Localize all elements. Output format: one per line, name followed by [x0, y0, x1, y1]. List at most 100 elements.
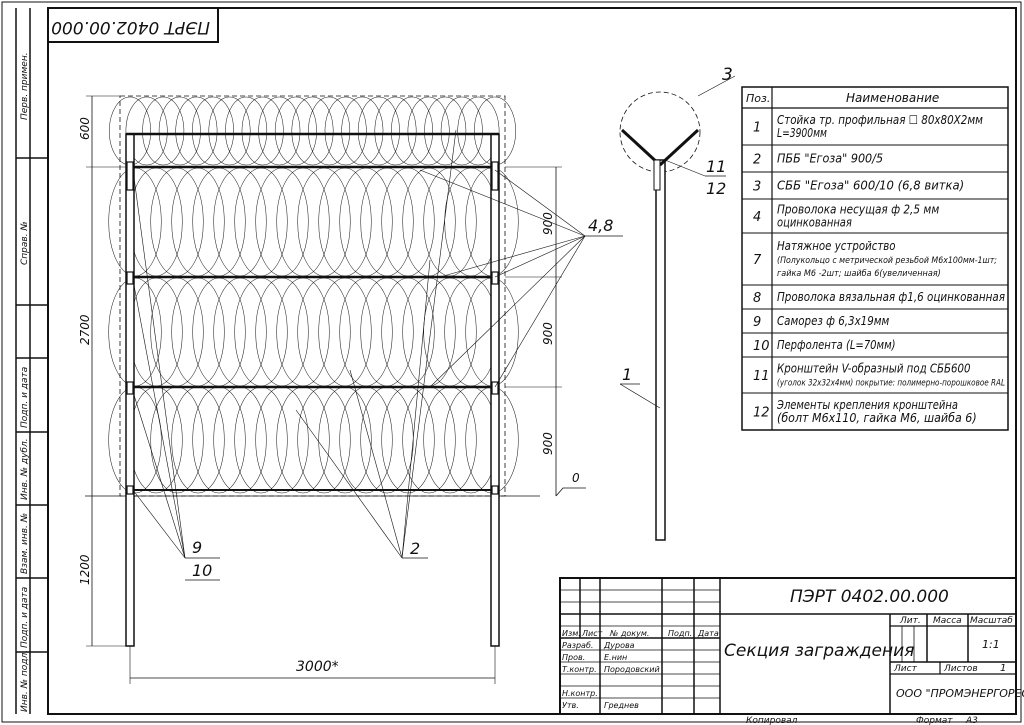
tb-lit: Лит. — [899, 616, 921, 626]
barbed-coils — [108, 96, 519, 494]
top-coil-loop — [308, 96, 351, 166]
doc-code-box: ПЭРТ 0402.00.000 — [47, 7, 219, 43]
spec-header-pos: Поз. — [746, 92, 770, 105]
coil-row-2-loop — [108, 277, 162, 387]
coil-row-2-loop — [339, 277, 393, 387]
coil-row-2-loop — [150, 277, 204, 387]
top-coil-loop — [192, 96, 234, 166]
tb-col-doc: № докум. — [609, 629, 649, 638]
coil-row-2-loop — [255, 277, 309, 387]
coil-row-2-loop — [297, 277, 351, 387]
tb-scale: 1:1 — [982, 638, 1000, 651]
coil-row-1-loop — [129, 167, 183, 277]
fence-front-view — [85, 95, 540, 647]
tb-sheet-label: Лист — [893, 664, 918, 674]
dim-900-2: 900 — [541, 322, 555, 345]
dimensions-left: 600 2700 1200 — [78, 95, 126, 647]
dim-600: 600 — [78, 117, 92, 140]
spec-header-name: Наименование — [846, 91, 939, 105]
dim-2700: 2700 — [78, 314, 92, 345]
stamp-sprav-no: Справ. № — [20, 221, 30, 265]
coil-row-2-loop — [423, 277, 477, 387]
tensioner-right — [491, 161, 499, 191]
spec-name-12-line-1: (болт М6х110, гайка М6, шайба 6) — [777, 411, 977, 425]
spec-pos-4: 4 — [753, 210, 761, 225]
spec-pos-7: 7 — [753, 253, 762, 268]
spec-pos-9: 9 — [753, 315, 761, 330]
tb-copied: Копировал — [746, 716, 798, 725]
top-coil-loop — [424, 96, 467, 166]
coil-row-2-loop — [192, 277, 246, 387]
top-coil-loop — [158, 96, 201, 166]
coil-row-1-loop — [381, 167, 435, 277]
top-coil-loop — [341, 96, 384, 166]
coil-row-3-loop — [234, 386, 288, 494]
spec-pos-12: 12 — [753, 406, 770, 421]
coil-row-1-loop — [255, 167, 309, 277]
spec-name-7-line-0: Натяжное устройство — [777, 239, 896, 253]
front-callouts: 4,8 2 9 10 — [132, 129, 623, 581]
top-coil-loop — [241, 96, 284, 166]
coil-row-1-loop — [297, 167, 351, 277]
callout-10: 10 — [192, 561, 212, 580]
spec-pos-3: 3 — [753, 180, 761, 195]
coil-row-1-loop — [444, 167, 498, 277]
coil-row-2-loop — [444, 277, 498, 387]
stamp-podp-data-2: Подп. и дата — [20, 587, 30, 648]
tb-company: ООО "ПРОМЭНЕРГОРЕСУРС" — [896, 687, 1024, 700]
spec-name-1-line-0: Стойка тр. профильная ☐ 80х80Х2мм — [777, 113, 983, 127]
spec-name-3-line-0: СББ "Егоза" 600/10 (6,8 витка) — [777, 179, 964, 193]
tb-code: ПЭРТ 0402.00.000 — [790, 587, 949, 607]
coil-row-3-loop — [318, 386, 372, 494]
dim-1200: 1200 — [78, 554, 92, 585]
doc-code-rotated: ПЭРТ 0402.00.000 — [51, 17, 210, 37]
coil-row-2-loop — [129, 277, 183, 387]
top-coil-loop — [374, 96, 417, 166]
spec-name-10-line-0: Перфолента (L=70мм) — [777, 338, 896, 352]
coil-row-1-loop — [339, 167, 393, 277]
stamp-inv-dubl: Инв. № дубл. — [20, 438, 30, 500]
top-coil-loop — [357, 96, 400, 166]
side-coil-outline — [619, 91, 701, 173]
tb-role-5: Утв. — [562, 701, 579, 710]
spec-name-7-line-2: гайка М6 -2шт; шайба 6(увеличенная) — [777, 269, 941, 279]
level-zero: 0 — [572, 471, 580, 485]
spec-name-8-line-0: Проволока вязальная ф1,6 оцинкованная — [777, 290, 1005, 304]
top-coil-loop — [125, 96, 168, 166]
coil-row-2-loop — [234, 277, 288, 387]
coil-row-2-loop — [171, 277, 225, 387]
coil-row-3-loop — [381, 386, 435, 494]
dimensions-right: 900 900 900 0 — [505, 166, 586, 497]
spec-name-4-line-0: Проволока несущая ф 2,5 мм — [777, 203, 939, 217]
coil-row-3-loop — [171, 386, 225, 494]
top-coil-loop — [225, 96, 268, 166]
coil-row-3-loop — [150, 386, 204, 494]
stamp-podp-data-1: Подп. и дата — [20, 367, 30, 428]
tb-person-0: Дурова — [603, 641, 635, 650]
dimension-bottom: 3000* — [129, 646, 496, 684]
tb-name: Секция заграждения — [724, 641, 914, 661]
dim-900-1: 900 — [541, 212, 555, 235]
coil-row-3-loop — [255, 386, 309, 494]
tb-massa: Масса — [933, 616, 962, 626]
coil-row-3-loop — [108, 386, 162, 494]
tb-person-2: Породовский — [604, 665, 660, 674]
coil-row-3-loop — [297, 386, 351, 494]
top-coil-loop — [258, 96, 301, 166]
coil-row-2-loop — [360, 277, 414, 387]
bracket-arm-left — [620, 128, 662, 167]
side-post — [655, 159, 666, 541]
spec-pos-11: 11 — [753, 369, 770, 384]
callout-12: 12 — [706, 179, 726, 198]
tb-role-2: Т.контр. — [562, 665, 597, 674]
tb-col-date: Дата — [697, 629, 719, 638]
tb-col-izm: Изм. — [562, 629, 581, 638]
tb-sheets-count: 1 — [1000, 663, 1006, 674]
coil-row-1-loop — [360, 167, 414, 277]
spec-name-4-line-1: оцинкованная — [777, 216, 852, 230]
tb-sheets-label: Листов — [943, 664, 978, 674]
top-coil-loop — [440, 96, 483, 166]
coil-row-2-loop — [213, 277, 267, 387]
